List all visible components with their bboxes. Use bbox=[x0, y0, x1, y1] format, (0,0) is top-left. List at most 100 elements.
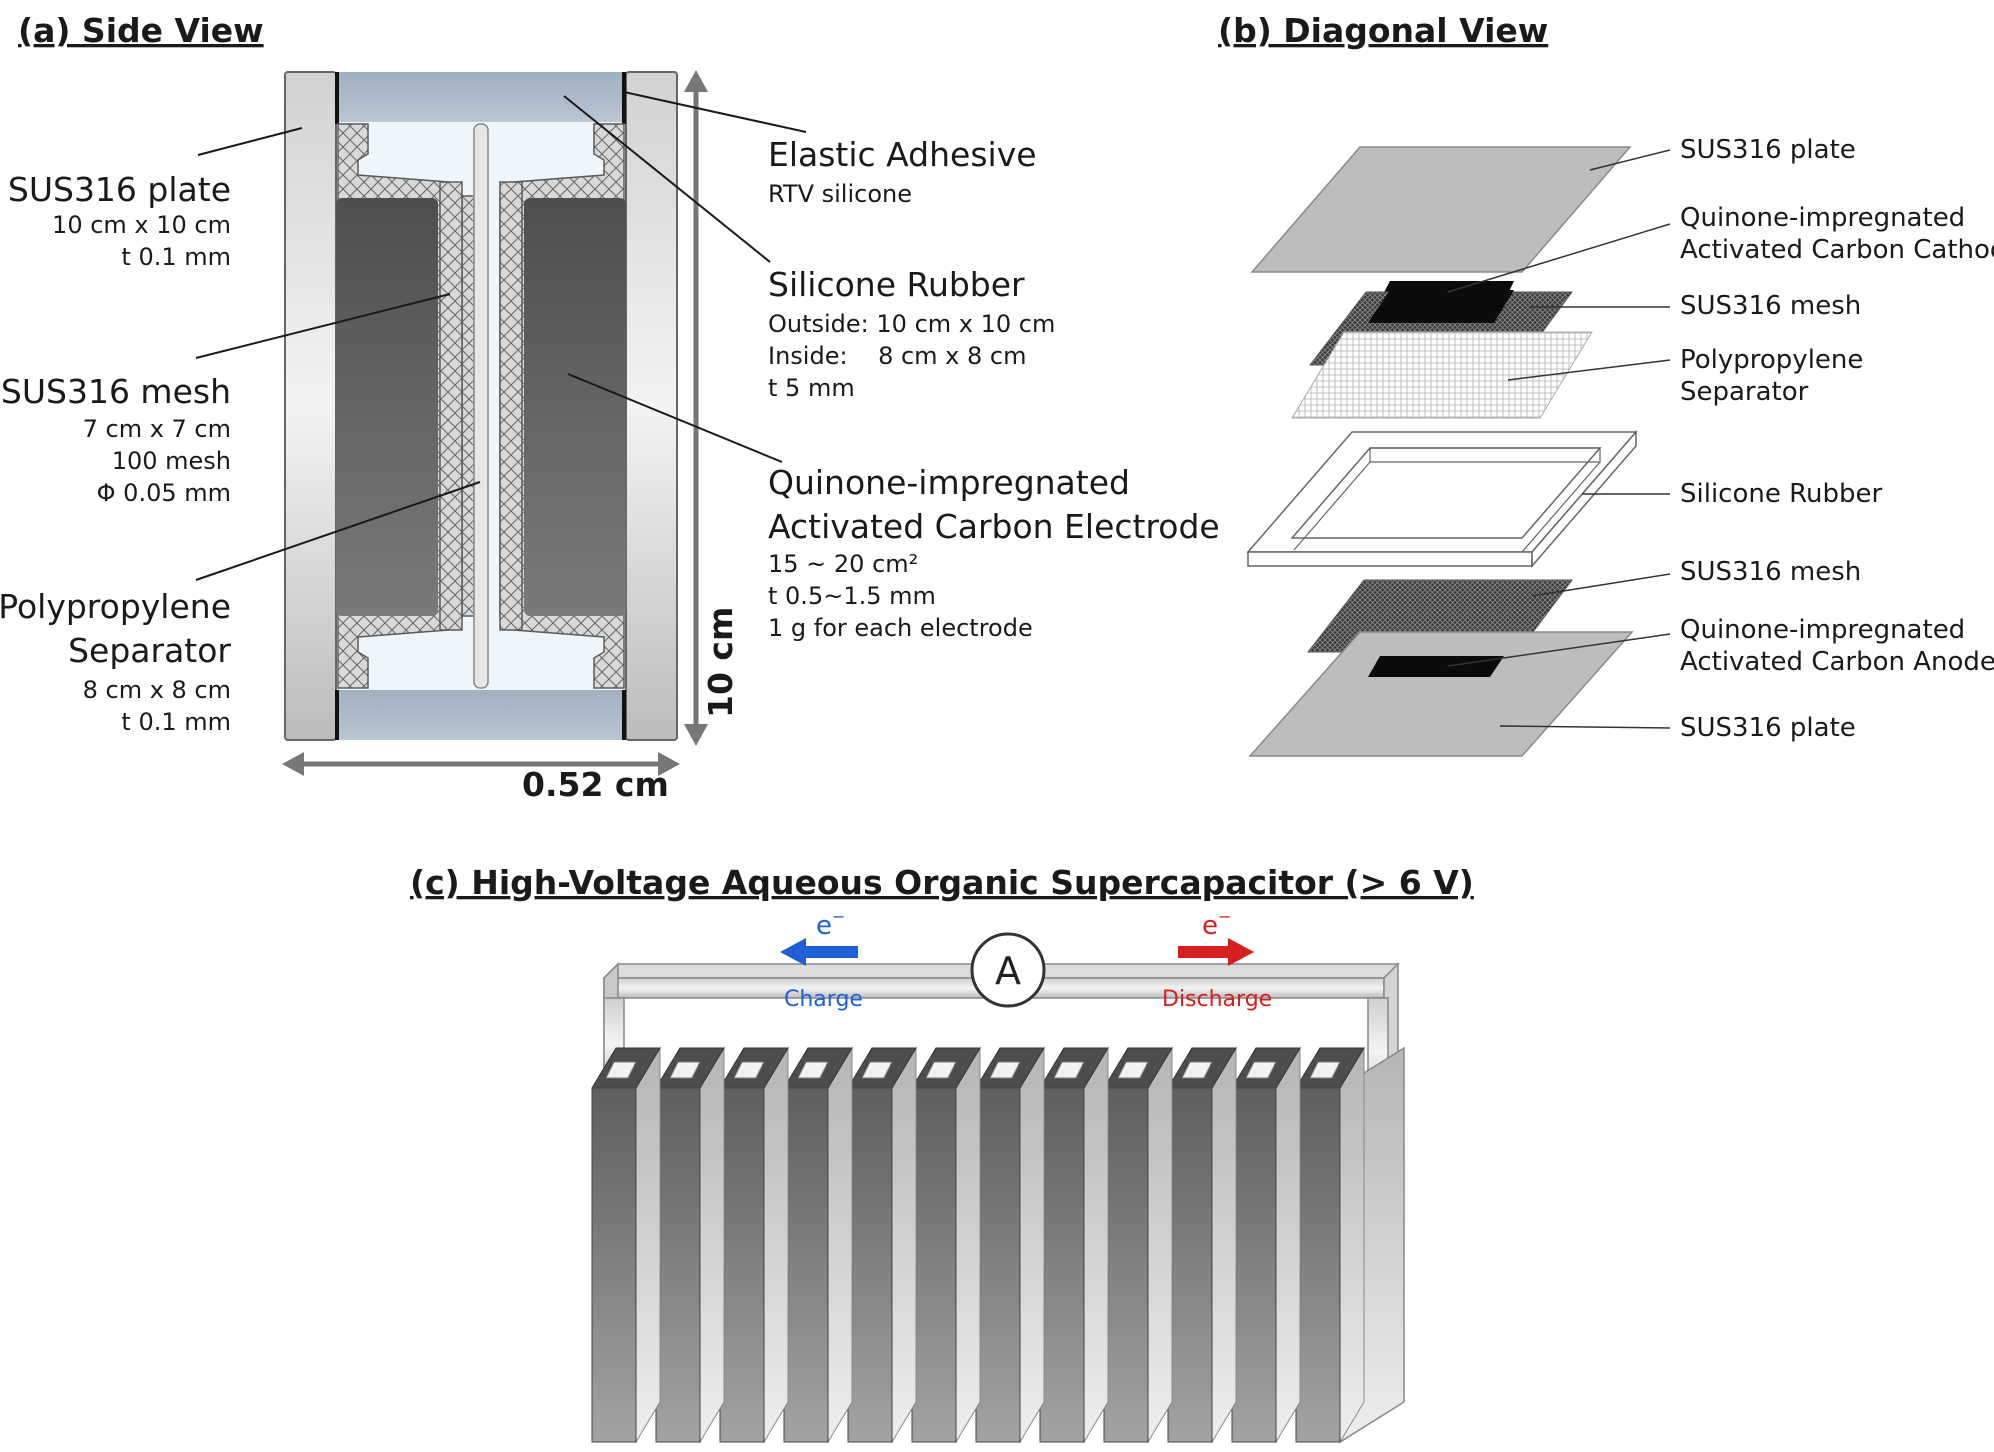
diag-label-silicone-rubber: Silicone Rubber bbox=[1680, 479, 1882, 509]
cell-side-face bbox=[955, 1046, 981, 1444]
diag-label-bottom-plate: SUS316 plate bbox=[1680, 713, 1856, 743]
diag-label-anode-1: Quinone-impregnated bbox=[1680, 615, 1965, 645]
silicone-rubber-top bbox=[338, 72, 624, 122]
supercapacitor-cell bbox=[975, 1046, 1045, 1444]
cell-side-face bbox=[1019, 1046, 1045, 1444]
label-electrode-mass: 1 g for each electrode bbox=[768, 614, 1033, 642]
diag-label-separator-1: Polypropylene bbox=[1680, 345, 1863, 375]
diag-label-top-plate: SUS316 plate bbox=[1680, 135, 1856, 165]
label-sus316-plate-dim2: t 0.1 mm bbox=[121, 243, 231, 271]
discharge-arrow bbox=[1178, 938, 1254, 966]
cell-front-face bbox=[591, 1087, 637, 1443]
right-mesh-center bbox=[499, 181, 523, 631]
diag-silicone-rubber bbox=[1246, 429, 1638, 569]
cell-connector-tab bbox=[1245, 1061, 1277, 1079]
cell-front-face bbox=[911, 1087, 957, 1443]
silicone-rubber-bottom bbox=[338, 690, 624, 740]
supercapacitor-cell-stack bbox=[591, 1046, 1405, 1444]
charge-label: Charge bbox=[784, 987, 863, 1012]
supercapacitor-cell bbox=[1295, 1046, 1365, 1444]
cell-connector-tab bbox=[733, 1061, 765, 1079]
label-sus316-mesh-dim2: 100 mesh bbox=[112, 447, 231, 475]
ammeter-symbol: A bbox=[995, 949, 1021, 993]
label-separator-2: Separator bbox=[68, 631, 231, 670]
adhesive-bottom-right bbox=[622, 690, 626, 740]
supercapacitor-cell bbox=[783, 1046, 853, 1444]
cell-front-face bbox=[1167, 1087, 1213, 1443]
cell-front-face bbox=[1039, 1087, 1085, 1443]
diag-leader-bottom-mesh bbox=[1531, 573, 1671, 597]
cell-front-face bbox=[655, 1087, 701, 1443]
diag-label-anode-2: Activated Carbon Anode bbox=[1680, 647, 1994, 677]
label-sus316-plate: SUS316 plate bbox=[8, 170, 231, 209]
label-rubber-outside: Outside: 10 cm x 10 cm bbox=[768, 310, 1055, 338]
supercapacitor-cell bbox=[1167, 1046, 1237, 1444]
label-rubber-thick: t 5 mm bbox=[768, 374, 855, 402]
cell-side-face bbox=[1083, 1046, 1109, 1444]
ammeter: A bbox=[970, 932, 1046, 1008]
diag-label-cathode-1: Quinone-impregnated bbox=[1680, 203, 1965, 233]
diag-label-separator-2: Separator bbox=[1680, 377, 1809, 407]
cell-side-face bbox=[635, 1046, 661, 1444]
diag-top-plate bbox=[1250, 146, 1632, 273]
label-separator-1: Polypropylene bbox=[0, 587, 231, 626]
charge-electron: e− bbox=[816, 907, 845, 941]
supercapacitor-cell bbox=[1103, 1046, 1173, 1444]
stack-view-panel: (c) High-Voltage Aqueous Organic Superca… bbox=[410, 863, 1474, 1444]
width-label: 0.52 cm bbox=[522, 765, 669, 804]
label-electrode-1: Quinone-impregnated bbox=[768, 463, 1130, 502]
label-electrode-2: Activated Carbon Electrode bbox=[768, 507, 1220, 546]
label-electrode-thick: t 0.5~1.5 mm bbox=[768, 582, 936, 610]
supercapacitor-cell bbox=[911, 1046, 981, 1444]
leader-elastic-adhesive bbox=[623, 91, 807, 133]
cell-side-face bbox=[699, 1046, 725, 1444]
diag-label-top-mesh: SUS316 mesh bbox=[1680, 291, 1861, 321]
cell-connector-tab bbox=[1181, 1061, 1213, 1079]
stack-view-title: (c) High-Voltage Aqueous Organic Superca… bbox=[410, 863, 1474, 902]
diagonal-view-panel: (b) Diagonal View SUS316 plate Quino bbox=[1218, 11, 1994, 757]
diag-leader-top-plate bbox=[1589, 149, 1671, 171]
cell-front-face bbox=[975, 1087, 1021, 1443]
adhesive-bottom-left bbox=[335, 690, 339, 740]
label-sus316-mesh: SUS316 mesh bbox=[1, 372, 231, 411]
diag-bottom-plate bbox=[1248, 631, 1634, 757]
diag-leader-bottom-plate bbox=[1499, 725, 1671, 729]
diag-label-bottom-mesh: SUS316 mesh bbox=[1680, 557, 1861, 587]
right-sus316-plate bbox=[625, 71, 678, 741]
cell-front-face bbox=[847, 1087, 893, 1443]
discharge-electron: e− bbox=[1202, 907, 1231, 941]
polypropylene-separator bbox=[473, 123, 489, 689]
label-electrode-area: 15 ~ 20 cm² bbox=[768, 550, 918, 578]
height-dimension-arrow bbox=[684, 70, 708, 746]
diag-cathode-front bbox=[1368, 290, 1514, 323]
cell-connector-tab bbox=[1117, 1061, 1149, 1079]
label-elastic-adhesive-sub: RTV silicone bbox=[768, 180, 912, 208]
side-view-panel: (a) Side View 10 cm bbox=[0, 11, 1220, 804]
cell-connector-tab bbox=[1053, 1061, 1085, 1079]
label-rubber-inside: Inside: 8 cm x 8 cm bbox=[768, 342, 1026, 370]
left-mesh-center bbox=[439, 181, 463, 631]
label-sus316-plate-dim1: 10 cm x 10 cm bbox=[52, 211, 231, 239]
adhesive-top-left bbox=[335, 72, 339, 124]
cell-connector-tab bbox=[669, 1061, 701, 1079]
cell-connector-tab bbox=[989, 1061, 1021, 1079]
label-silicone-rubber: Silicone Rubber bbox=[768, 265, 1025, 304]
cell-front-face bbox=[783, 1087, 829, 1443]
right-electrode bbox=[524, 198, 626, 616]
adhesive-top-right bbox=[622, 72, 626, 124]
charge-arrow bbox=[780, 938, 858, 966]
cell-front-face bbox=[1231, 1087, 1277, 1443]
leader-silicone-rubber bbox=[563, 95, 771, 263]
cell-side-face bbox=[1211, 1046, 1237, 1444]
label-sus316-mesh-dim3: Φ 0.05 mm bbox=[97, 479, 231, 507]
cell-side-face bbox=[827, 1046, 853, 1444]
supercapacitor-cell bbox=[591, 1046, 661, 1444]
side-view-title: (a) Side View bbox=[18, 11, 264, 50]
supercapacitor-cell bbox=[655, 1046, 725, 1444]
cell-side-face bbox=[1339, 1046, 1365, 1444]
leader-separator bbox=[195, 481, 481, 581]
cell-connector-tab bbox=[605, 1061, 637, 1079]
height-label: 10 cm bbox=[701, 607, 740, 718]
diagonal-view-title: (b) Diagonal View bbox=[1218, 11, 1548, 50]
